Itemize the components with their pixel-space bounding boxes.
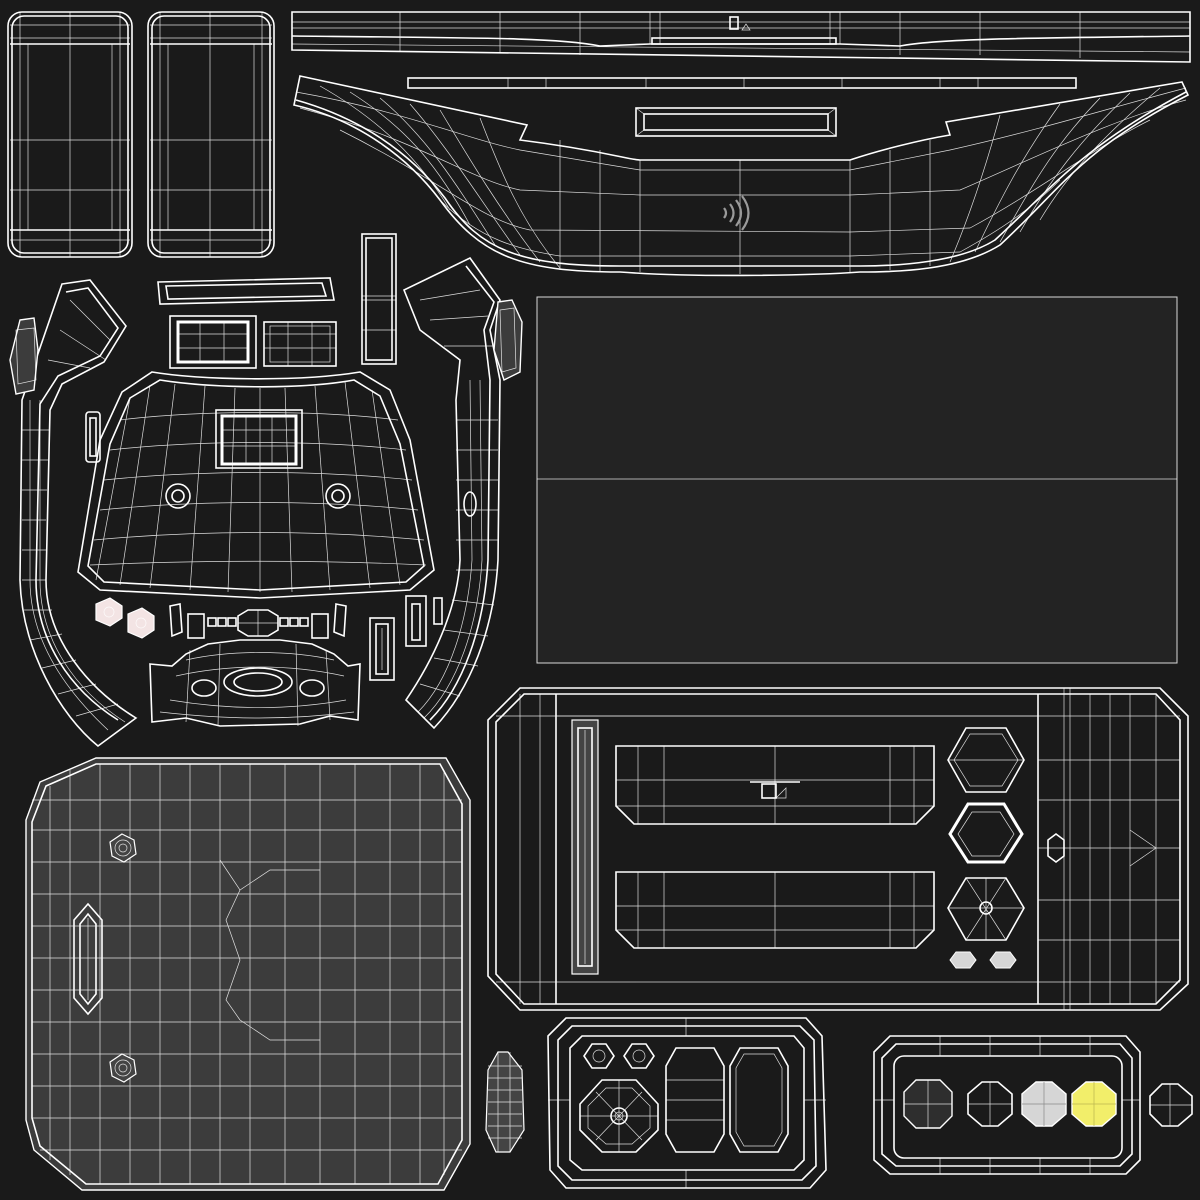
- uv-part-card-tray-bottom: [615, 871, 935, 949]
- uv-shell-back-plate: [25, 757, 471, 1191]
- uv-part-control-panel: [547, 1017, 827, 1189]
- uv-part-hex-buttons: [947, 727, 1025, 969]
- uv-shell-top-strip: [291, 11, 1191, 63]
- uv-part-pill-slot: [85, 411, 101, 463]
- uv-shell-capsule-right: [147, 11, 275, 258]
- uv-shell-wing-panel: [293, 75, 1190, 277]
- uv-empty-panel: [536, 296, 1178, 664]
- uv-shell-bridge: [149, 639, 361, 727]
- nfc-waves-icon: [723, 195, 750, 231]
- uv-shell-capsule-left: [7, 11, 133, 258]
- uv-part-tab-left: [9, 317, 39, 395]
- uv-shell-slot-frame: [635, 107, 837, 137]
- uv-part-button-row: [169, 603, 347, 639]
- uv-shell-body-main: [487, 687, 1189, 1011]
- uv-part-button-blush-2: [127, 607, 155, 639]
- card-slot-icon: [750, 781, 800, 799]
- uv-part-tall-bar: [361, 233, 397, 365]
- card-slot-icon: [729, 16, 751, 31]
- uv-part-tab-right: [493, 299, 523, 381]
- uv-part-grill-frame: [169, 315, 257, 369]
- uv-shell-arm-left: [19, 279, 138, 748]
- uv-part-card-slot-long: [571, 719, 599, 975]
- uv-part-spindle: [485, 1051, 525, 1153]
- uv-shell-thin-bar: [407, 77, 1077, 89]
- uv-part-button-single: [1149, 1083, 1193, 1127]
- uv-shell-arm-right: [402, 256, 501, 730]
- uv-part-card-tray-top: [615, 745, 935, 825]
- uv-part-tiny-blocks: [369, 595, 443, 681]
- uv-part-bar-small: [157, 277, 335, 305]
- uv-part-button-tray: [873, 1035, 1141, 1175]
- uv-part-button-blush-1: [95, 597, 123, 627]
- uv-shell-front-face: [77, 371, 435, 599]
- uv-part-grill-panel: [263, 321, 337, 367]
